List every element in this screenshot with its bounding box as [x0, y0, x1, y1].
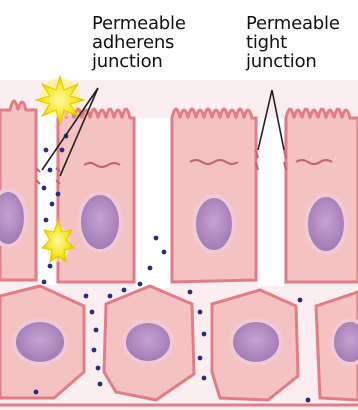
- particle-dot-icon: [198, 356, 203, 361]
- particle-dot-icon: [162, 250, 167, 255]
- particle-dot-icon: [94, 328, 99, 333]
- basal-nucleus-3: [231, 320, 281, 364]
- nucleus-2: [79, 193, 121, 251]
- particle-dot-icon: [96, 366, 101, 371]
- particle-dot-icon: [50, 202, 55, 207]
- particle-dot-icon: [92, 348, 97, 353]
- particle-dot-icon: [44, 148, 49, 153]
- particle-dot-icon: [98, 382, 103, 387]
- nucleus-1: [0, 190, 26, 246]
- label-tight-line-1: Permeable: [246, 14, 340, 33]
- label-adherens-line-2: adherens: [92, 33, 186, 52]
- particle-dot-icon: [154, 236, 159, 241]
- gap-2: [136, 118, 170, 288]
- particle-dot-icon: [48, 168, 53, 173]
- particle-dot-icon: [198, 310, 203, 315]
- particle-dot-icon: [298, 298, 303, 303]
- particle-dot-icon: [108, 294, 113, 299]
- basal-nucleus-2: [124, 321, 172, 363]
- nucleus-4: [306, 195, 346, 253]
- particle-dot-icon: [56, 192, 61, 197]
- particle-dot-icon: [202, 332, 207, 337]
- basal-nucleus-1: [14, 320, 66, 364]
- particle-dot-icon: [188, 290, 193, 295]
- label-adherens-line-3: junction: [92, 52, 186, 71]
- particle-dot-icon: [34, 390, 39, 395]
- label-tight-line-3: junction: [246, 52, 340, 71]
- particle-dot-icon: [306, 398, 311, 403]
- particle-dot-icon: [44, 218, 49, 223]
- nucleus-3: [194, 196, 234, 252]
- particle-dot-icon: [90, 310, 95, 315]
- label-adherens-line-1: Permeable: [92, 14, 186, 33]
- particle-dot-icon: [60, 148, 65, 153]
- label-tight-line-2: tight: [246, 33, 340, 52]
- particle-dot-icon: [138, 282, 143, 287]
- label-permeable-tight-junction: Permeable tight junction: [246, 14, 340, 71]
- basal-nucleus-4: [332, 320, 358, 364]
- particle-dot-icon: [122, 288, 127, 293]
- particle-dot-icon: [148, 266, 153, 271]
- gap-3: [258, 118, 284, 286]
- particle-dot-icon: [84, 294, 89, 299]
- particle-dot-icon: [42, 280, 47, 285]
- particle-dot-icon: [42, 186, 47, 191]
- particle-dot-icon: [48, 264, 53, 269]
- particle-dot-icon: [202, 376, 207, 381]
- label-permeable-adherens-junction: Permeable adherens junction: [92, 14, 186, 71]
